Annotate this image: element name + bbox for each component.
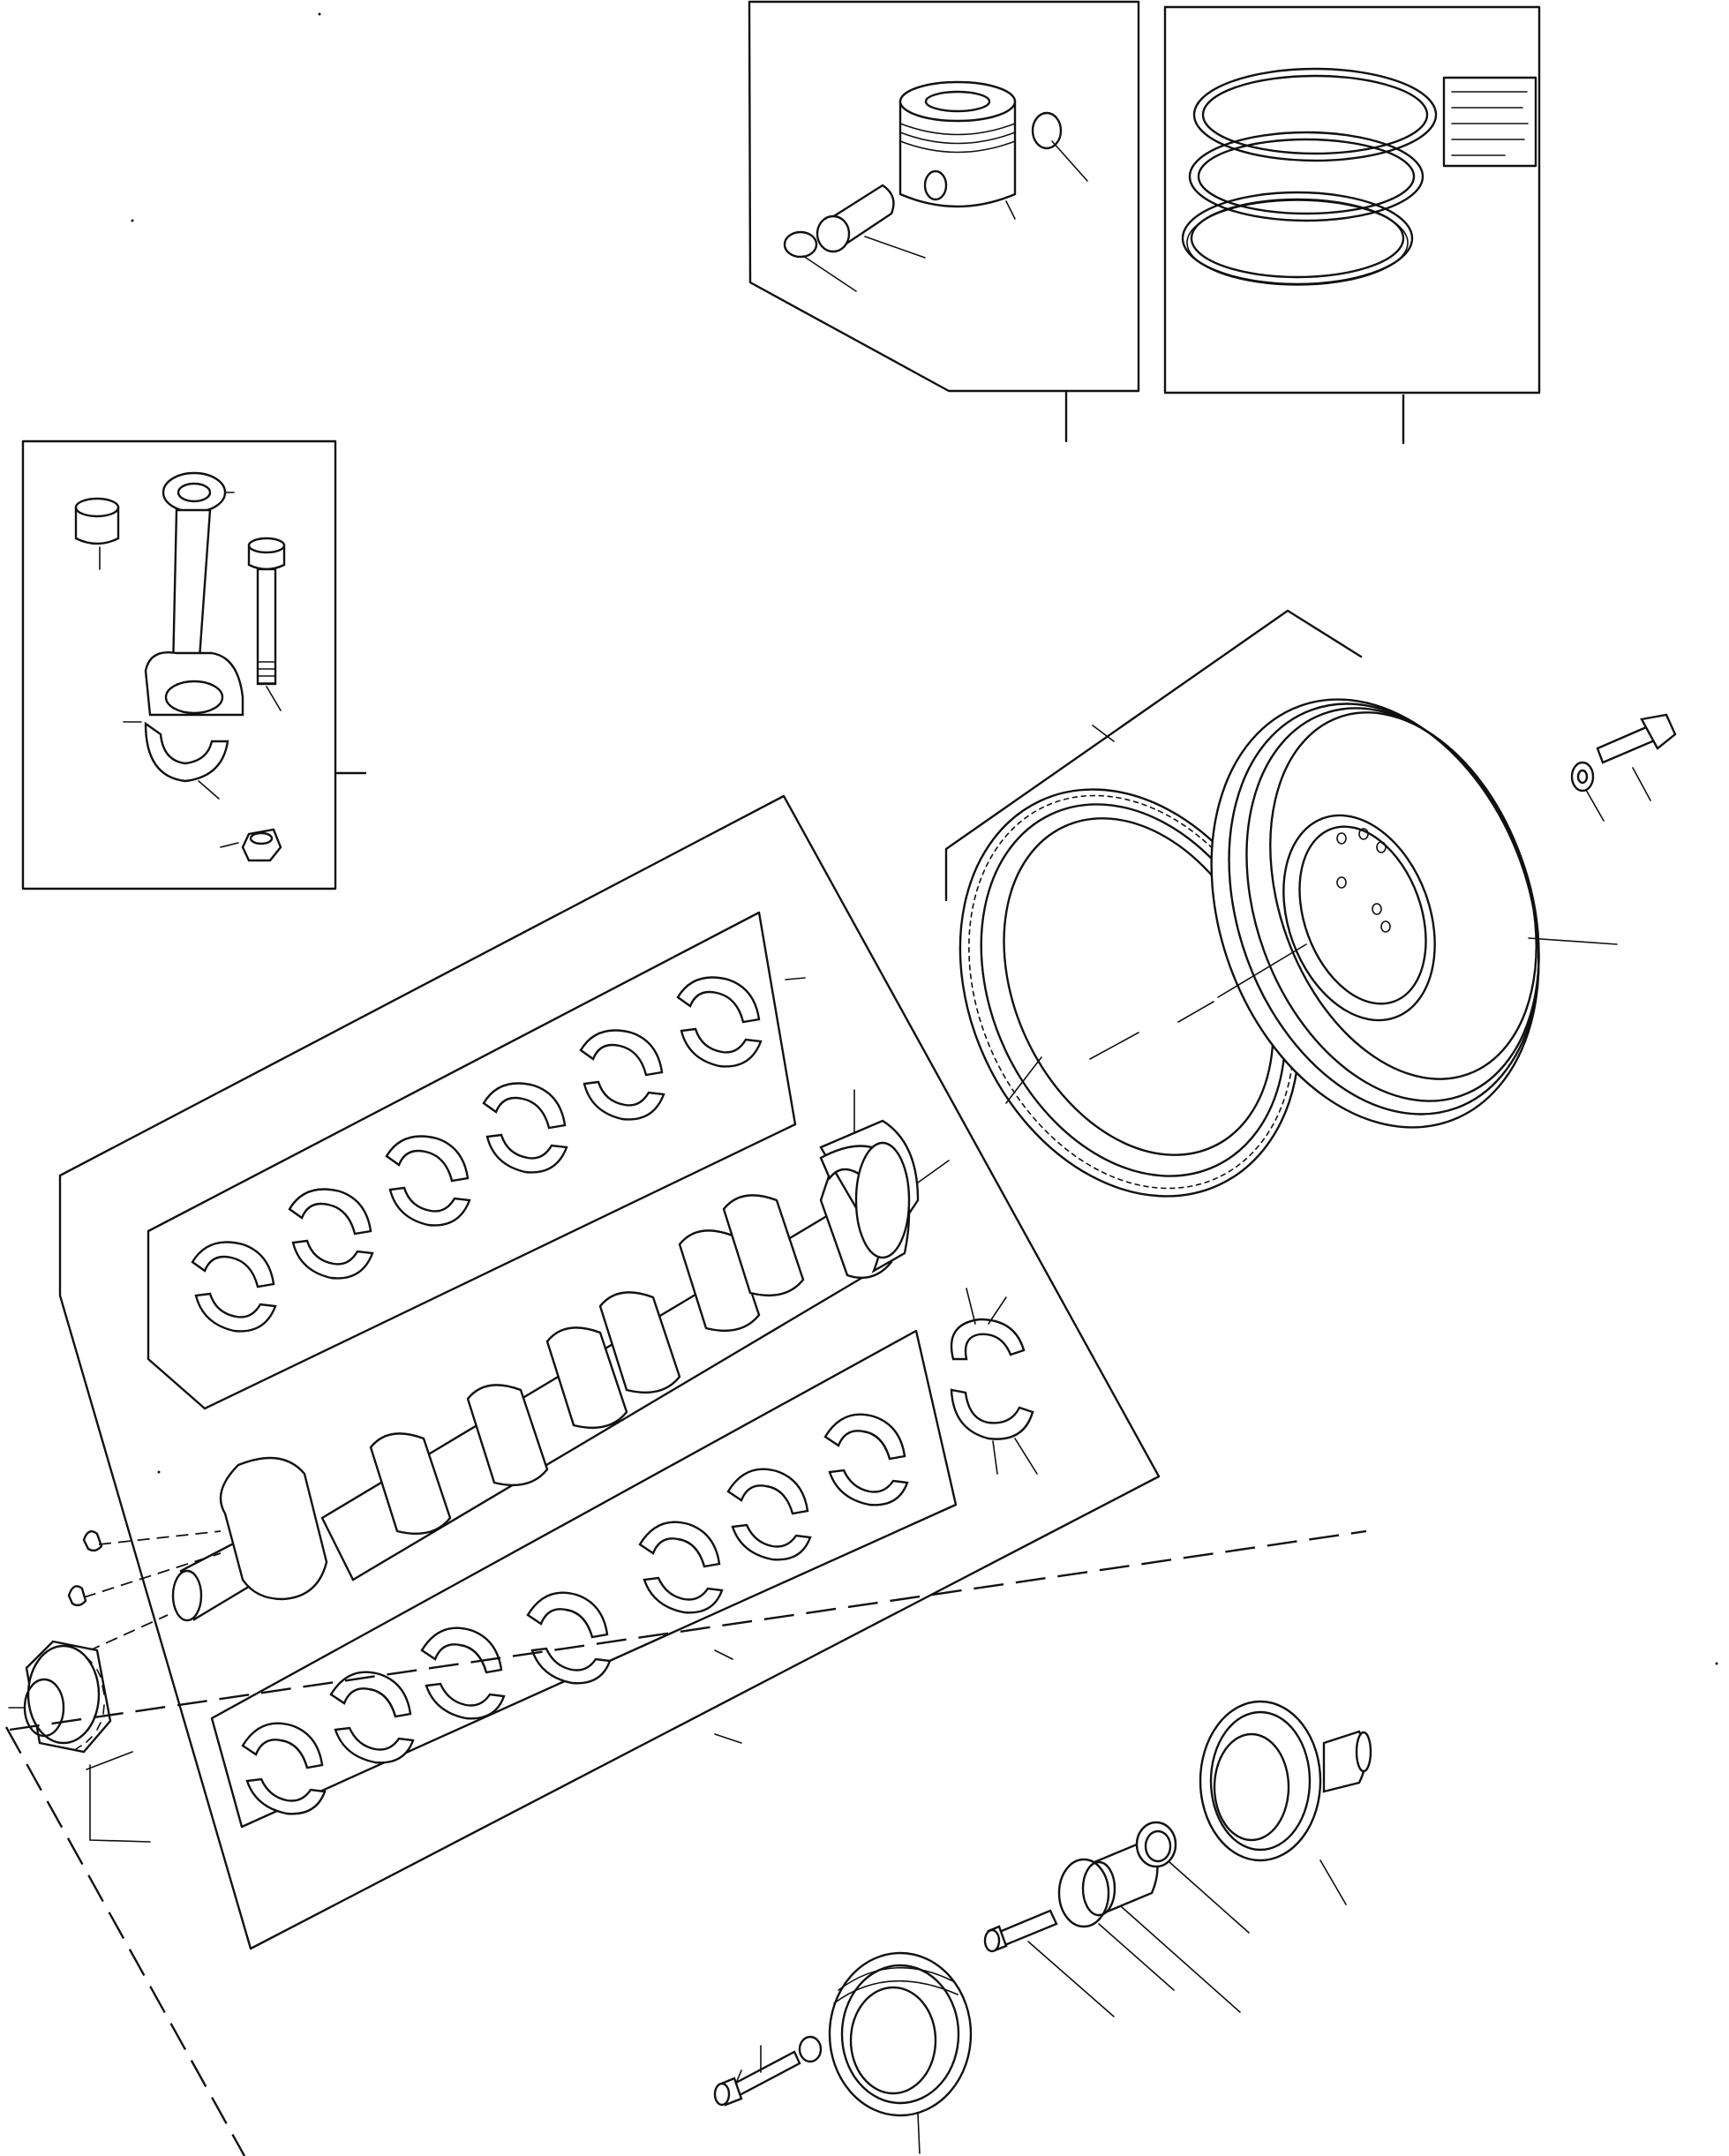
small-end-bush <box>74 497 120 570</box>
woodruff-key-1 <box>82 1530 103 1552</box>
lower-bearing-shell-6 <box>726 1468 812 1561</box>
piston-kit-group <box>748 0 1140 443</box>
scan-dot-4 <box>1715 1662 1718 1665</box>
crankshaft-assembly-group <box>58 794 1161 1950</box>
piston-rings-frame <box>1163 5 1541 394</box>
circlip-right <box>1031 111 1063 150</box>
main-bearing-shell-3 <box>385 1135 471 1227</box>
key-leader-2 <box>83 1552 222 1598</box>
crankshaft <box>171 1089 950 1622</box>
piston-ring-middle <box>1188 131 1425 222</box>
flywheel-bolt <box>1570 713 1677 822</box>
scan-dot-1 <box>131 219 134 222</box>
thrust-washers <box>950 1288 1038 1475</box>
main-bearing-shell-4 <box>482 1082 568 1174</box>
pulley-spigot <box>1081 1821 1250 1934</box>
woodruff-key-2 <box>67 1585 87 1607</box>
lower-bearing-frame <box>210 1329 958 1829</box>
piston-rings-group <box>1163 5 1541 445</box>
scan-dot-3 <box>157 1470 161 1474</box>
connecting-rod-cap <box>123 721 229 800</box>
piston <box>898 80 1017 220</box>
crankshaft-assembly-frame <box>58 794 1161 1950</box>
instruction-note <box>1442 76 1537 168</box>
gear-leader <box>70 1614 169 1660</box>
main-bearing-shell-6 <box>676 976 763 1068</box>
piston-ring-top <box>1192 67 1438 162</box>
lower-bearing-shell-1 <box>241 1722 327 1815</box>
vibration-damper <box>1199 1700 1372 1905</box>
lower-bearing-shell-4 <box>526 1591 612 1685</box>
o-ring <box>1057 1858 1110 1928</box>
main-bearing-shell-1 <box>191 1241 277 1333</box>
connecting-rod-bolt <box>247 537 286 711</box>
flywheel-assembly-group <box>944 609 1677 1198</box>
connecting-rod <box>144 471 244 717</box>
front-pulley-frame <box>4 1726 246 2156</box>
lower-bearing-shell-7 <box>823 1413 909 1506</box>
connecting-rod-nut <box>220 828 282 862</box>
connecting-rod-frame <box>21 439 337 890</box>
key-leader-1 <box>98 1530 222 1545</box>
pulley-small-bolt <box>713 2035 823 2107</box>
pulley-bolt <box>983 1909 1115 2017</box>
circlip-left <box>783 230 818 259</box>
front-pulley-group <box>4 1529 1372 2156</box>
piston-kit-frame <box>748 0 1140 393</box>
lower-bearing-shell-2 <box>329 1671 415 1764</box>
lower-bearing-shell-3 <box>420 1626 506 1720</box>
crankshaft-timing-gear <box>23 1640 112 1754</box>
flywheel-assembly-frame <box>944 609 1363 902</box>
main-bearing-shell-2 <box>288 1188 374 1280</box>
piston-pin <box>816 184 926 259</box>
lower-bearing-shell-5 <box>638 1521 724 1614</box>
flywheel <box>1089 698 1618 1129</box>
crankshaft-pulley <box>828 1951 973 2154</box>
connecting-rod-group <box>21 439 367 890</box>
main-bearing-frame <box>147 911 797 1410</box>
main-bearing-shell-5 <box>579 1029 665 1121</box>
piston-ring-oil <box>1181 191 1414 286</box>
scan-dot-2 <box>318 12 321 16</box>
